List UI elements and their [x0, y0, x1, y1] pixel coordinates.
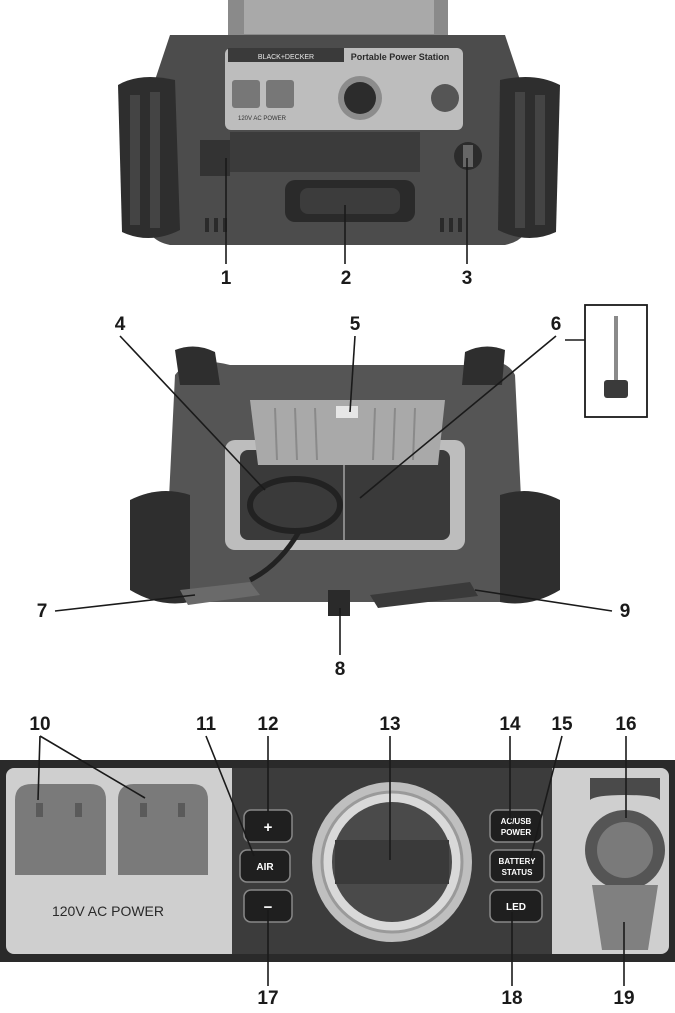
battery-label-line1: BATTERY [499, 857, 537, 866]
ac-outlet-cover-right [266, 80, 294, 108]
front-recess [230, 132, 420, 172]
brand-label: BLACK+DECKER [258, 54, 314, 61]
product-label: Portable Power Station [351, 52, 450, 62]
callout-2: 2 [341, 268, 352, 289]
ac-power-label: 120V AC POWER [52, 903, 164, 919]
callout-9: 9 [620, 601, 631, 622]
callout-1: 1 [221, 268, 232, 289]
dc-socket-flap [592, 885, 658, 950]
usb-port-cover [200, 140, 230, 176]
callout-19: 19 [613, 988, 634, 1009]
callout-6: 6 [551, 314, 562, 335]
ac-usb-power-button[interactable] [489, 809, 543, 843]
callout-4: 4 [115, 314, 126, 335]
callout-10: 10 [29, 714, 50, 735]
right-bumper-rear [500, 491, 560, 604]
battery-label-line2: STATUS [502, 868, 533, 877]
callout-18: 18 [501, 988, 522, 1009]
bottom-vents [205, 218, 462, 232]
callout-3: 3 [462, 268, 473, 289]
inflator-adapter [604, 380, 628, 398]
callout-11: 11 [196, 714, 217, 735]
black-clamp [370, 582, 478, 608]
left-bumper-rear [130, 491, 190, 604]
compartment-lid [250, 400, 445, 465]
figure-control-panel: 10 11 12 13 14 15 16 120V AC POWER + AIR… [0, 700, 675, 1013]
top-vent-grille [244, 0, 434, 34]
red-clamp [180, 582, 260, 605]
outlet-label: 120V AC POWER [238, 116, 287, 122]
callout-17: 17 [257, 988, 278, 1009]
ac-usb-label-line2: POWER [501, 828, 531, 837]
ac-outlet-cover-1 [15, 784, 106, 875]
callout-5: 5 [350, 314, 361, 335]
clamp-holder [328, 590, 350, 616]
callout-14: 14 [499, 714, 521, 735]
dc-socket [431, 84, 459, 112]
control-panel-illustration: 10 11 12 13 14 15 16 120V AC POWER + AIR… [0, 714, 675, 1009]
callout-8: 8 [335, 659, 346, 680]
ac-outlet-cover-2 [118, 784, 208, 875]
brand-plate [228, 48, 344, 62]
battery-status-button[interactable] [489, 849, 545, 883]
callout-13: 13 [379, 714, 400, 735]
air-button[interactable] [239, 849, 291, 883]
callout-12: 12 [257, 714, 278, 735]
minus-button-label: − [264, 899, 273, 916]
ac-usb-label-line1: AC/USB [501, 817, 532, 826]
left-bumper [118, 76, 180, 239]
right-bumper [498, 76, 560, 239]
front-view-illustration: BLACK+DECKER Portable Power Station 120V… [118, 0, 560, 289]
jumper-cables [247, 476, 343, 534]
inflator-needle [614, 316, 618, 386]
callout-7: 7 [37, 601, 48, 622]
cable-compartment-illustration: 4 5 6 7 8 9 [37, 304, 648, 680]
plus-button-label: + [264, 819, 273, 836]
display [344, 82, 376, 114]
callout-16: 16 [615, 714, 636, 735]
led-button-label: LED [506, 902, 526, 913]
inset-box [584, 304, 648, 418]
figure-cable-compartment: 4 5 6 7 8 9 [0, 290, 675, 685]
callout-15: 15 [551, 714, 573, 735]
air-button-label: AIR [256, 862, 274, 873]
led-button[interactable] [489, 889, 543, 923]
figure-front-view: BLACK+DECKER Portable Power Station 120V… [0, 0, 675, 290]
ac-outlet-cover-left [232, 80, 260, 108]
lid-latch [336, 406, 358, 418]
